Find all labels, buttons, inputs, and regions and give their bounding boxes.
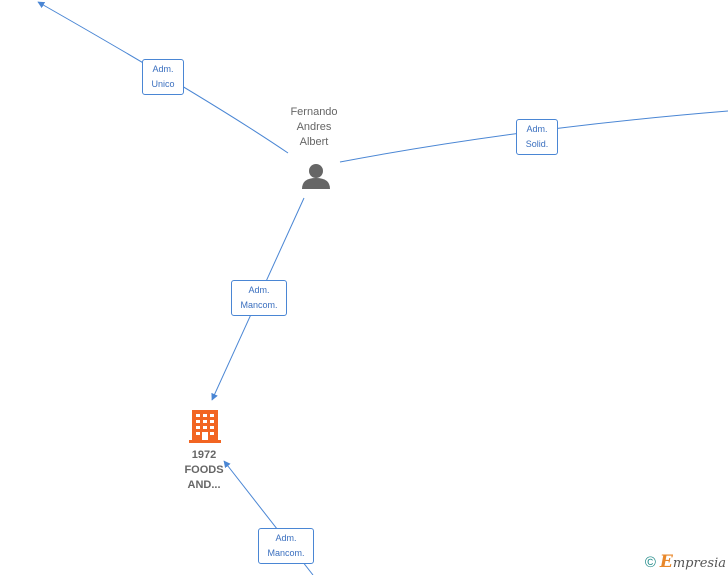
- edge-label-adm-mancom[interactable]: Adm. Mancom.: [231, 280, 287, 316]
- person-icon[interactable]: [302, 164, 330, 189]
- company-name-line: 1972: [191, 449, 217, 461]
- edge-label-adm-mancom[interactable]: Adm. Mancom.: [258, 528, 314, 564]
- company-name-line: AND...: [187, 479, 221, 491]
- edge-label-line: Unico: [151, 79, 175, 89]
- edge-label-line: Adm.: [152, 64, 174, 74]
- edge-label-line: Solid.: [525, 139, 549, 149]
- edge-label-line: Adm.: [248, 285, 270, 295]
- edge-label-line: Adm.: [526, 124, 548, 134]
- person-name-line: Fernando: [290, 106, 338, 118]
- person-name-label[interactable]: Fernando Andres Albert: [276, 105, 352, 150]
- edge-label-line: Mancom.: [240, 300, 278, 310]
- person-name-line: Andres: [296, 121, 332, 133]
- building-icon[interactable]: [189, 410, 221, 443]
- company-name-line: FOODS: [184, 464, 224, 476]
- brand-rest: mpresia: [672, 556, 726, 571]
- copyright-icon: ©: [644, 553, 656, 571]
- person-name-line: Albert: [299, 136, 329, 148]
- edge-line-adm-unico: [37, 1, 289, 154]
- company-name-label[interactable]: 1972 FOODS AND...: [168, 448, 240, 493]
- empresia-footer: © Empresia: [645, 552, 726, 572]
- brand-initial: E: [659, 552, 673, 572]
- empresia-logo: Empresia: [660, 552, 726, 572]
- edge-label-line: Adm.: [275, 533, 297, 543]
- edge-label-adm-unico[interactable]: Adm. Unico: [142, 59, 184, 95]
- edge-label-adm-solid[interactable]: Adm. Solid.: [516, 119, 558, 155]
- edge-label-line: Mancom.: [267, 548, 305, 558]
